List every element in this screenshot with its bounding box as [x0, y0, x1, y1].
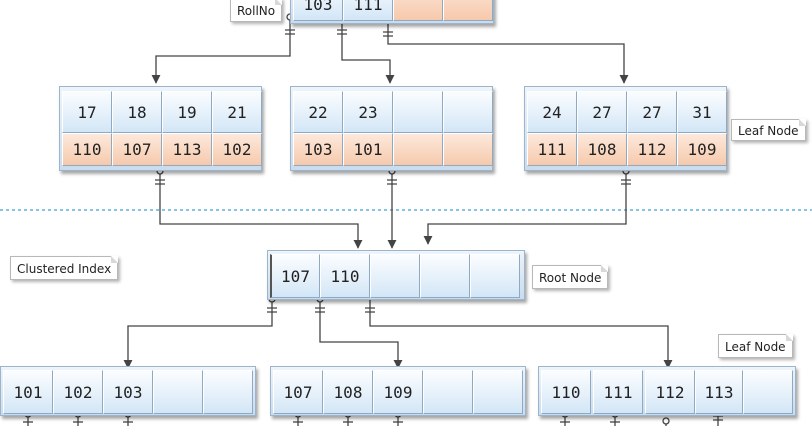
nc-leaf3-ptr-1: 111 — [527, 133, 577, 166]
c-leaf1-key-3: 103 — [103, 370, 153, 414]
nc-root-key-2: 111 — [343, 0, 393, 21]
c-leaf3-key-4: 113 — [695, 370, 743, 414]
nc-root-key-1: 103 — [293, 0, 343, 21]
nc-leaf1-key-4: 21 — [212, 91, 262, 133]
nc-leaf-node-3: 24 27 27 31 111 108 112 109 — [524, 86, 727, 171]
nc-connector-leaf-2 — [341, 18, 395, 84]
c-leaf2-key-2: 108 — [323, 370, 373, 414]
clustered-index-label: Clustered Index — [10, 256, 119, 280]
c-leaf-node-3: 110 111 112 113 — [538, 366, 796, 416]
nc-leaf1-key-3: 19 — [162, 91, 212, 133]
nc-leaf1-key-2: 18 — [112, 91, 162, 133]
nc-connector-leaf-3 — [387, 22, 629, 84]
leaf1-to-root — [159, 172, 363, 249]
c-connector-leaf-1 — [123, 300, 273, 369]
nc-column-label: RollNo — [230, 0, 283, 22]
nc-leaf2-key-3 — [393, 91, 443, 133]
c-leaf2-key-4 — [423, 370, 473, 414]
nc-root-key-3 — [393, 0, 443, 21]
nc-leaf2-key-1: 22 — [293, 91, 343, 133]
c-leaf3-key-3: 112 — [645, 370, 695, 414]
nc-leaf3-ptr-2: 108 — [577, 133, 627, 166]
nc-tick-2 — [337, 29, 347, 35]
c-root-key-5 — [470, 254, 520, 298]
c-leaf3-key-2: 111 — [593, 370, 643, 414]
nc-leaf3-ptr-4: 109 — [677, 133, 727, 166]
nc-leaf-node-label: Leaf Node — [731, 119, 806, 141]
nc-root-node: 103 111 — [290, 0, 494, 24]
nc-leaf1-ptr-2: 107 — [112, 133, 162, 166]
c-root-to-leaf-connectors — [123, 292, 673, 369]
nc-leaf3-key-3: 27 — [627, 91, 677, 133]
nc-leaf3-key-1: 24 — [527, 91, 577, 133]
nc-root-key-4 — [443, 0, 493, 21]
nc-leaf2-ptr-1: 103 — [293, 133, 343, 166]
nc-leaf3-key-2: 27 — [577, 91, 627, 133]
c-leaf1-key-1: 101 — [3, 370, 53, 414]
c-leaf3-key-5 — [743, 370, 793, 414]
c-leaf2-key-3: 109 — [373, 370, 423, 414]
c-leaf1-key-2: 102 — [53, 370, 103, 414]
leaf3-to-root — [423, 172, 627, 245]
c-leaf3-key-1: 110 — [541, 370, 591, 414]
nc-leaf3-ptr-3: 112 — [627, 133, 677, 166]
c-leaf-node-1: 101 102 103 — [0, 366, 256, 416]
nc-leaf3-key-4: 31 — [677, 91, 727, 133]
c-root-key-2: 110 — [320, 254, 370, 298]
c-connector-leaf-2 — [319, 300, 403, 369]
nc-leaf2-ptr-2: 101 — [343, 133, 393, 166]
nc-root-to-leaf-connectors — [151, 13, 629, 84]
c-connector-leaf-3 — [369, 296, 673, 369]
c-leaf-node-label: Leaf Node — [718, 334, 793, 358]
nc-connector-leaf-1 — [151, 18, 291, 84]
c-root-key-4 — [420, 254, 470, 298]
nc-tick-3 — [383, 31, 393, 37]
nc-leaf-node-1: 17 18 19 21 110 107 113 102 — [59, 86, 262, 171]
nc-leaf2-key-2: 23 — [343, 91, 393, 133]
c-root-key-1: 107 — [270, 254, 320, 298]
nc-leaf-to-clustered-root-connectors — [155, 167, 631, 249]
c-leaf1-key-4 — [153, 370, 203, 414]
c-leaf-node-2: 107 108 109 — [270, 366, 526, 416]
c-leaf1-key-5 — [203, 370, 253, 414]
c-leaf2-key-5 — [473, 370, 523, 414]
c-root-node: 107 110 — [267, 250, 525, 300]
nc-leaf1-ptr-1: 110 — [62, 133, 112, 166]
nc-tick-1 — [285, 29, 295, 35]
nc-leaf2-ptr-4 — [443, 133, 493, 166]
c-root-key-3 — [370, 254, 420, 298]
c-root-node-label: Root Node — [532, 265, 609, 289]
c-leaf2-key-1: 107 — [273, 370, 323, 414]
nc-leaf2-ptr-3 — [393, 133, 443, 166]
nc-leaf1-ptr-4: 102 — [212, 133, 262, 166]
nc-leaf1-ptr-3: 113 — [162, 133, 212, 166]
nc-leaf-node-2: 22 23 103 101 — [290, 86, 493, 171]
nc-leaf1-key-1: 17 — [62, 91, 112, 133]
nc-leaf2-key-4 — [443, 91, 493, 133]
